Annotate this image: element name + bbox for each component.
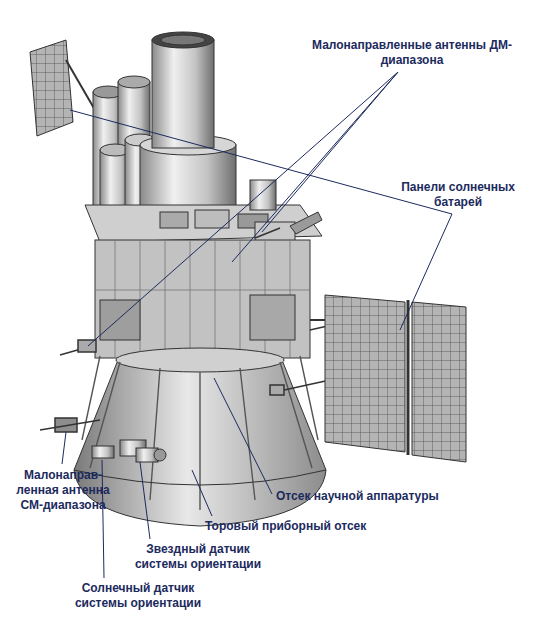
spacecraft-body xyxy=(95,240,310,358)
solar-panel xyxy=(30,40,73,136)
equipment-platform xyxy=(290,212,322,234)
solar-panel xyxy=(412,302,466,462)
torus-compartment xyxy=(150,368,160,500)
instrument-tube xyxy=(161,35,205,45)
torus-compartment xyxy=(90,362,120,468)
leader-lines xyxy=(62,72,452,578)
solar-panel xyxy=(30,40,95,136)
callout-label: Малонаправ- ленная антенна СМ-диапазона xyxy=(4,468,122,513)
torus-compartment xyxy=(74,470,326,485)
antennas xyxy=(40,228,345,432)
spacecraft-body xyxy=(95,240,310,379)
solar-panel xyxy=(325,295,405,452)
torus-compartment xyxy=(300,356,318,440)
equipment-platform xyxy=(85,180,322,244)
torus-compartment xyxy=(82,356,100,440)
orientation-sensors xyxy=(154,449,166,461)
solar-panel xyxy=(407,300,410,455)
callout-label: Звездный датчик системы ориентации xyxy=(123,542,273,572)
spacecraft-body xyxy=(240,240,241,358)
instrument-tube xyxy=(140,32,236,207)
spacecraft-body xyxy=(190,240,191,358)
spacecraft-body xyxy=(95,240,310,358)
callout-label: Малонаправленные антенны ДМ-диапазона xyxy=(312,38,512,68)
spacecraft-body xyxy=(250,295,295,340)
torus-compartment xyxy=(116,348,284,372)
leader-line xyxy=(214,378,272,494)
instrument-tube xyxy=(152,40,214,148)
torus-compartment xyxy=(280,362,312,468)
leader-line xyxy=(70,110,452,214)
solar-panel xyxy=(310,295,466,462)
antennas xyxy=(270,385,284,395)
orientation-sensors xyxy=(92,440,166,462)
spacecraft-body xyxy=(165,240,166,358)
callout-label: Солнечный датчик системы ориентации xyxy=(63,581,213,611)
callout-label: Панели солнечных батарей xyxy=(390,180,526,210)
leader-line xyxy=(400,214,452,330)
solar-panel xyxy=(66,60,95,110)
antennas xyxy=(40,420,100,430)
solar-panel xyxy=(310,319,325,321)
orientation-sensors xyxy=(92,446,114,458)
instrument-tube xyxy=(152,32,214,48)
leader-line xyxy=(192,470,212,516)
leader-line xyxy=(62,432,66,464)
leader-line xyxy=(102,460,104,578)
leader-line xyxy=(232,72,398,262)
callout-label: Торовый приборный отсек xyxy=(205,519,366,534)
spacecraft-body xyxy=(215,240,216,358)
spacecraft-body xyxy=(95,290,310,291)
equipment-platform xyxy=(160,212,188,228)
leader-line xyxy=(88,72,398,346)
leader-line xyxy=(140,462,150,539)
antennas xyxy=(255,228,280,238)
equipment-platform xyxy=(250,180,276,210)
propellant-tanks xyxy=(118,76,150,88)
callout-label: Отсек научной аппаратуры xyxy=(276,489,439,504)
torus-compartment xyxy=(82,356,318,510)
